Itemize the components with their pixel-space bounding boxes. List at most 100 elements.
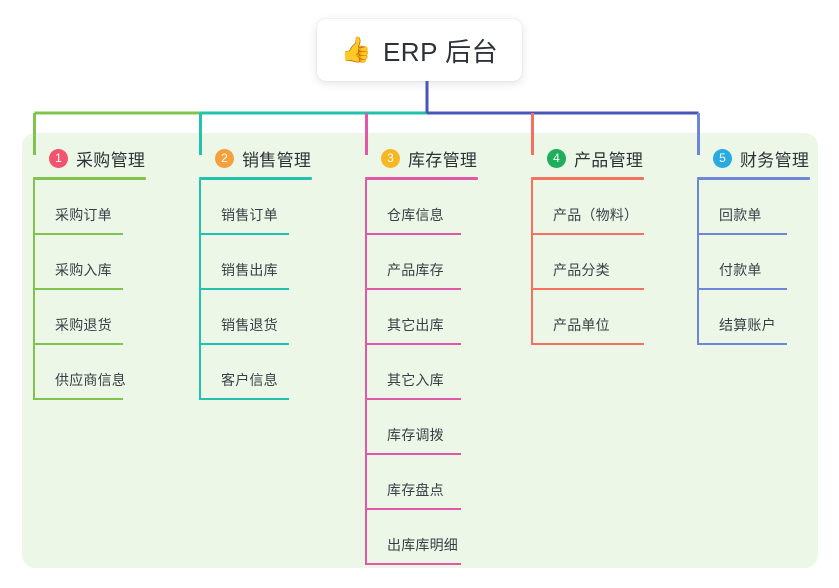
leaf-item-label: 产品分类 [553, 262, 610, 278]
leaf-item[interactable]: 供应商信息 [33, 345, 193, 400]
leaf-item[interactable]: 产品单位 [531, 290, 701, 345]
category-underline [199, 177, 312, 180]
leaf-underline [199, 343, 289, 345]
leaf-item[interactable]: 销售订单 [199, 180, 359, 235]
leaf-spine [697, 180, 699, 345]
leaf-item[interactable]: 采购订单 [33, 180, 193, 235]
leaf-item-label: 仓库信息 [387, 207, 444, 223]
leaf-item-label: 出库库明细 [387, 537, 458, 553]
leaf-item-label: 其它入库 [387, 372, 444, 388]
category-column-4: 4 产品管理产品（物料） 产品分类产品单位 [531, 145, 701, 345]
leaf-list: 仓库信息产品库存其它出库其它入库库存调拨库存盘点出库库明细 [365, 180, 525, 565]
category-header-4[interactable]: 4 产品管理 [531, 145, 701, 171]
category-column-3: 3 库存管理仓库信息产品库存其它出库其它入库库存调拨库存盘点出库库明细 [365, 145, 525, 565]
category-column-1: 1 采购管理采购订单采购入库采购退货供应商信息 [33, 145, 193, 400]
leaf-item-label: 回款单 [719, 207, 762, 223]
leaf-item[interactable]: 产品分类 [531, 235, 701, 290]
category-title: 销售管理 [242, 150, 312, 170]
category-column-2: 2 销售管理销售订单销售出库销售退货客户信息 [199, 145, 359, 400]
category-header-3[interactable]: 3 库存管理 [365, 145, 525, 171]
leaf-item[interactable]: 其它出库 [365, 290, 525, 345]
leaf-item-label: 供应商信息 [55, 372, 126, 388]
leaf-item[interactable]: 销售出库 [199, 235, 359, 290]
leaf-item-label: 结算账户 [719, 317, 776, 333]
category-header-1[interactable]: 1 采购管理 [33, 145, 193, 171]
leaf-item[interactable]: 库存盘点 [365, 455, 525, 510]
category-title: 产品管理 [574, 150, 644, 170]
category-header-5[interactable]: 5 财务管理 [697, 145, 839, 171]
leaf-item[interactable]: 仓库信息 [365, 180, 525, 235]
leaf-underline [33, 343, 123, 345]
leaf-underline [33, 398, 123, 400]
category-underline [365, 177, 478, 180]
leaf-spine [531, 180, 533, 345]
leaf-item-label: 产品库存 [387, 262, 444, 278]
leaf-list: 采购订单采购入库采购退货供应商信息 [33, 180, 193, 400]
leaf-underline [365, 343, 461, 345]
leaf-underline [697, 343, 787, 345]
leaf-list: 产品（物料） 产品分类产品单位 [531, 180, 701, 345]
leaf-underline [365, 398, 461, 400]
category-number-badge: 3 [381, 148, 400, 168]
leaf-item-label: 客户信息 [221, 372, 278, 388]
leaf-item[interactable]: 结算账户 [697, 290, 839, 345]
category-title: 库存管理 [408, 150, 478, 170]
leaf-underline [199, 288, 289, 290]
thumbs-up-icon: 👍 [340, 35, 372, 64]
leaf-item-label: 销售出库 [221, 262, 278, 278]
category-title: 财务管理 [740, 150, 810, 170]
leaf-item-label: 产品（物料） [553, 207, 639, 223]
leaf-underline [365, 288, 461, 290]
leaf-underline [365, 453, 461, 455]
category-underline [531, 177, 644, 180]
leaf-list: 回款单付款单结算账户 [697, 180, 839, 345]
leaf-underline [33, 288, 123, 290]
leaf-item[interactable]: 客户信息 [199, 345, 359, 400]
leaf-item-label: 产品单位 [553, 317, 610, 333]
category-title: 采购管理 [76, 150, 146, 170]
category-column-5: 5 财务管理回款单付款单结算账户 [697, 145, 839, 345]
leaf-item[interactable]: 采购入库 [33, 235, 193, 290]
leaf-underline [697, 288, 787, 290]
category-underline [33, 177, 146, 180]
leaf-item-label: 采购退货 [55, 317, 112, 333]
leaf-underline [697, 233, 787, 235]
category-header-2[interactable]: 2 销售管理 [199, 145, 359, 171]
leaf-underline [531, 288, 644, 290]
leaf-item-label: 其它出库 [387, 317, 444, 333]
category-number-badge: 1 [49, 148, 68, 168]
leaf-item[interactable]: 采购退货 [33, 290, 193, 345]
leaf-item[interactable]: 回款单 [697, 180, 839, 235]
category-number-badge: 5 [713, 148, 732, 168]
leaf-item[interactable]: 其它入库 [365, 345, 525, 400]
leaf-item[interactable]: 产品（物料） [531, 180, 701, 235]
leaf-spine [33, 180, 35, 400]
category-underline [697, 177, 810, 180]
root-node-title: ERP 后台 [382, 36, 499, 67]
leaf-item[interactable]: 付款单 [697, 235, 839, 290]
leaf-underline [531, 233, 644, 235]
leaf-underline [33, 233, 123, 235]
leaf-underline [531, 343, 644, 345]
category-number-badge: 2 [215, 148, 234, 168]
root-node[interactable]: 👍 ERP 后台 [317, 19, 522, 81]
leaf-item-label: 库存盘点 [387, 482, 444, 498]
category-number-badge: 4 [547, 148, 566, 168]
leaf-underline [365, 508, 461, 510]
leaf-spine [365, 180, 367, 565]
leaf-item-label: 采购订单 [55, 207, 112, 223]
leaf-underline [199, 398, 289, 400]
leaf-item[interactable]: 销售退货 [199, 290, 359, 345]
leaf-list: 销售订单销售出库销售退货客户信息 [199, 180, 359, 400]
leaf-underline [365, 563, 461, 565]
leaf-item-label: 销售退货 [221, 317, 278, 333]
leaf-item[interactable]: 库存调拨 [365, 400, 525, 455]
leaf-item-label: 销售订单 [221, 207, 278, 223]
leaf-item[interactable]: 出库库明细 [365, 510, 525, 565]
leaf-item-label: 采购入库 [55, 262, 112, 278]
leaf-item[interactable]: 产品库存 [365, 235, 525, 290]
leaf-item-label: 库存调拨 [387, 427, 444, 443]
leaf-underline [365, 233, 461, 235]
leaf-underline [199, 233, 289, 235]
leaf-spine [199, 180, 201, 400]
